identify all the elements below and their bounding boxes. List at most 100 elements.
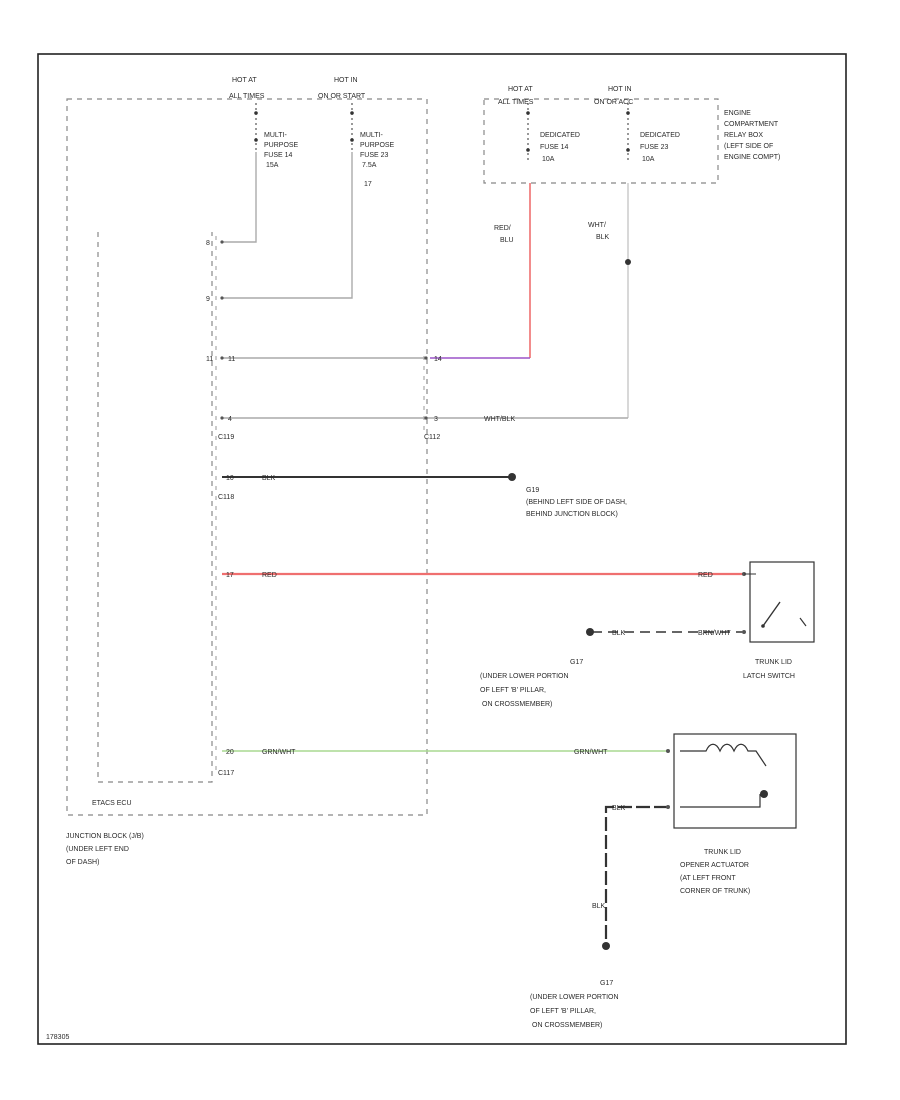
- etacs-box: [97, 232, 213, 783]
- connector-label: C117: [218, 770, 234, 777]
- splice-point: [625, 259, 631, 265]
- label-acc-on-1: ON OR START: [318, 93, 366, 100]
- relay-box: [483, 98, 719, 184]
- trunk-lid-latch-label-2: LATCH SWITCH: [743, 673, 795, 680]
- connector-pin: [220, 356, 224, 360]
- relay-box-label-line-3: RELAY BOX: [724, 132, 763, 139]
- dedicated-fuse-14-terminal: [526, 111, 530, 115]
- relay-box-label-line-2: COMPARTMENT: [724, 121, 779, 128]
- ground-g19-label-2: (BEHIND LEFT SIDE OF DASH,: [526, 499, 627, 506]
- relay-box-label-line-4: (LEFT SIDE OF: [724, 143, 773, 150]
- pin-label: 11: [206, 356, 213, 363]
- figure-id: 178305: [46, 1034, 69, 1041]
- wire-color-grn-wht-right: GRN/WHT: [574, 749, 608, 756]
- dedicated-fuse-23-line-1: DEDICATED: [640, 132, 680, 139]
- ground-g17-label-3: OF LEFT 'B' PILLAR,: [480, 687, 546, 694]
- fuse-23-label-line-2: PURPOSE: [360, 142, 395, 149]
- actuator-label-3: (AT LEFT FRONT: [680, 875, 736, 882]
- fuse-14-label-line-1: MULTI-: [264, 132, 287, 139]
- ground-g17-lower: [602, 942, 610, 950]
- fuse-23-terminal: [350, 111, 354, 115]
- dedicated-fuse-23-line-2: FUSE 23: [640, 144, 669, 151]
- etacs-label: ETACS ECU: [92, 800, 132, 807]
- trunk-lid-latch-label-1: TRUNK LID: [755, 659, 792, 666]
- pin-label: 14: [434, 356, 442, 363]
- wire-color-red-right: RED: [698, 572, 713, 579]
- label-all-times-1: ALL TIMES: [229, 93, 265, 100]
- actuator-label-2: OPENER ACTUATOR: [680, 862, 749, 869]
- dedicated-fuse-23-terminal: [626, 148, 630, 152]
- pin-label: 17: [226, 572, 234, 579]
- connector-label: C118: [218, 494, 234, 501]
- connector-pin: [666, 805, 670, 809]
- ground-g17-lower-label-2: (UNDER LOWER PORTION: [530, 994, 619, 1001]
- wire-color-blk-vertical: BLK: [592, 903, 606, 910]
- actuator-coil-icon: [680, 743, 767, 767]
- connector-pin: [220, 296, 224, 300]
- wire-color-wht-blk-2: BLK: [596, 234, 610, 241]
- connector-label: C112: [424, 434, 440, 441]
- dedicated-fuse-14-line-3: 10A: [542, 156, 555, 163]
- actuator-motor-icon: [760, 790, 768, 798]
- wire-color-brn-wht: BRN/WHT: [698, 630, 731, 637]
- ground-g17-label-2: (UNDER LOWER PORTION: [480, 673, 569, 680]
- dedicated-fuse-14-terminal: [526, 148, 530, 152]
- fuse-23-label-line-3: FUSE 23: [360, 152, 389, 159]
- connector-pin: [742, 630, 746, 634]
- label-hot-in-acc-1: HOT IN: [334, 77, 358, 84]
- fuse-14-label-line-2: PURPOSE: [264, 142, 299, 149]
- pin-label: 4: [228, 416, 232, 423]
- label-all-times-2: ALL TIMES: [498, 99, 534, 106]
- wire-color-blk: BLK: [262, 475, 276, 482]
- label-acc-on-2: ON OR ACC: [594, 99, 633, 106]
- relay-box-label-line-1: ENGINE: [724, 110, 751, 117]
- trunk-lid-latch-switch: [749, 561, 815, 643]
- actuator-label-1: TRUNK LID: [704, 849, 741, 856]
- wire-color-wht-blk-1: WHT/: [588, 222, 606, 229]
- fuse-23-pin-label: 17: [364, 181, 372, 188]
- ground-g17-lower-label-4: ON CROSSMEMBER): [532, 1022, 602, 1029]
- fuse-23-label-line-1: MULTI-: [360, 132, 383, 139]
- wire-color-wht-blk-horizontal: WHT/BLK: [484, 416, 515, 423]
- ground-g17: [586, 628, 594, 636]
- actuator-label-4: CORNER OF TRUNK): [680, 888, 750, 895]
- connector-pin: [424, 416, 428, 420]
- pin-label: 10: [226, 475, 234, 482]
- diagram-frame: [37, 53, 847, 1045]
- relay-box-label-line-5: ENGINE COMPT): [724, 154, 780, 161]
- pin-label: 11: [228, 356, 235, 363]
- ground-g17-label-1: G17: [570, 659, 583, 666]
- pin-label: 3: [434, 416, 438, 423]
- wire-color-red-blu-2: BLU: [500, 237, 514, 244]
- junction-block-label-3: OF DASH): [66, 859, 99, 866]
- connector-pin: [424, 356, 428, 360]
- wire-color-blk-g17: BLK: [612, 630, 626, 637]
- ground-g17-label-4: ON CROSSMEMBER): [482, 701, 552, 708]
- wire-color-red-left: RED: [262, 572, 277, 579]
- fuse-14-terminal: [254, 111, 258, 115]
- junction-block-box: [66, 98, 428, 816]
- latch-switch-pivot: [761, 624, 765, 628]
- dedicated-fuse-14-line-1: DEDICATED: [540, 132, 580, 139]
- wire-blk-actuator-ground: [604, 805, 668, 944]
- connector-label: C119: [218, 434, 234, 441]
- fuse-14-label-line-3: FUSE 14: [264, 152, 293, 159]
- pin-label: 8: [206, 240, 210, 247]
- wire-fuse14-to-etacs: [222, 152, 257, 243]
- fuse-14-terminal: [254, 138, 258, 142]
- latch-switch-contact: [762, 601, 781, 627]
- dedicated-fuse-23-terminal: [626, 111, 630, 115]
- actuator-motor-lead: [680, 794, 761, 808]
- wire-color-red-blu-1: RED/: [494, 225, 511, 232]
- ground-g17-lower-label-1: G17: [600, 980, 613, 987]
- connector-pin: [666, 749, 670, 753]
- pin-label: 20: [226, 749, 234, 756]
- ground-g17-lower-label-3: OF LEFT 'B' PILLAR,: [530, 1008, 596, 1015]
- ground-g19-label-1: G19: [526, 487, 539, 494]
- connector-pin: [220, 416, 224, 420]
- junction-block-label-1: JUNCTION BLOCK (J/B): [66, 833, 144, 840]
- label-hot-at-all-times-1: HOT AT: [232, 77, 257, 84]
- wire-color-blk-actuator: BLK: [612, 805, 626, 812]
